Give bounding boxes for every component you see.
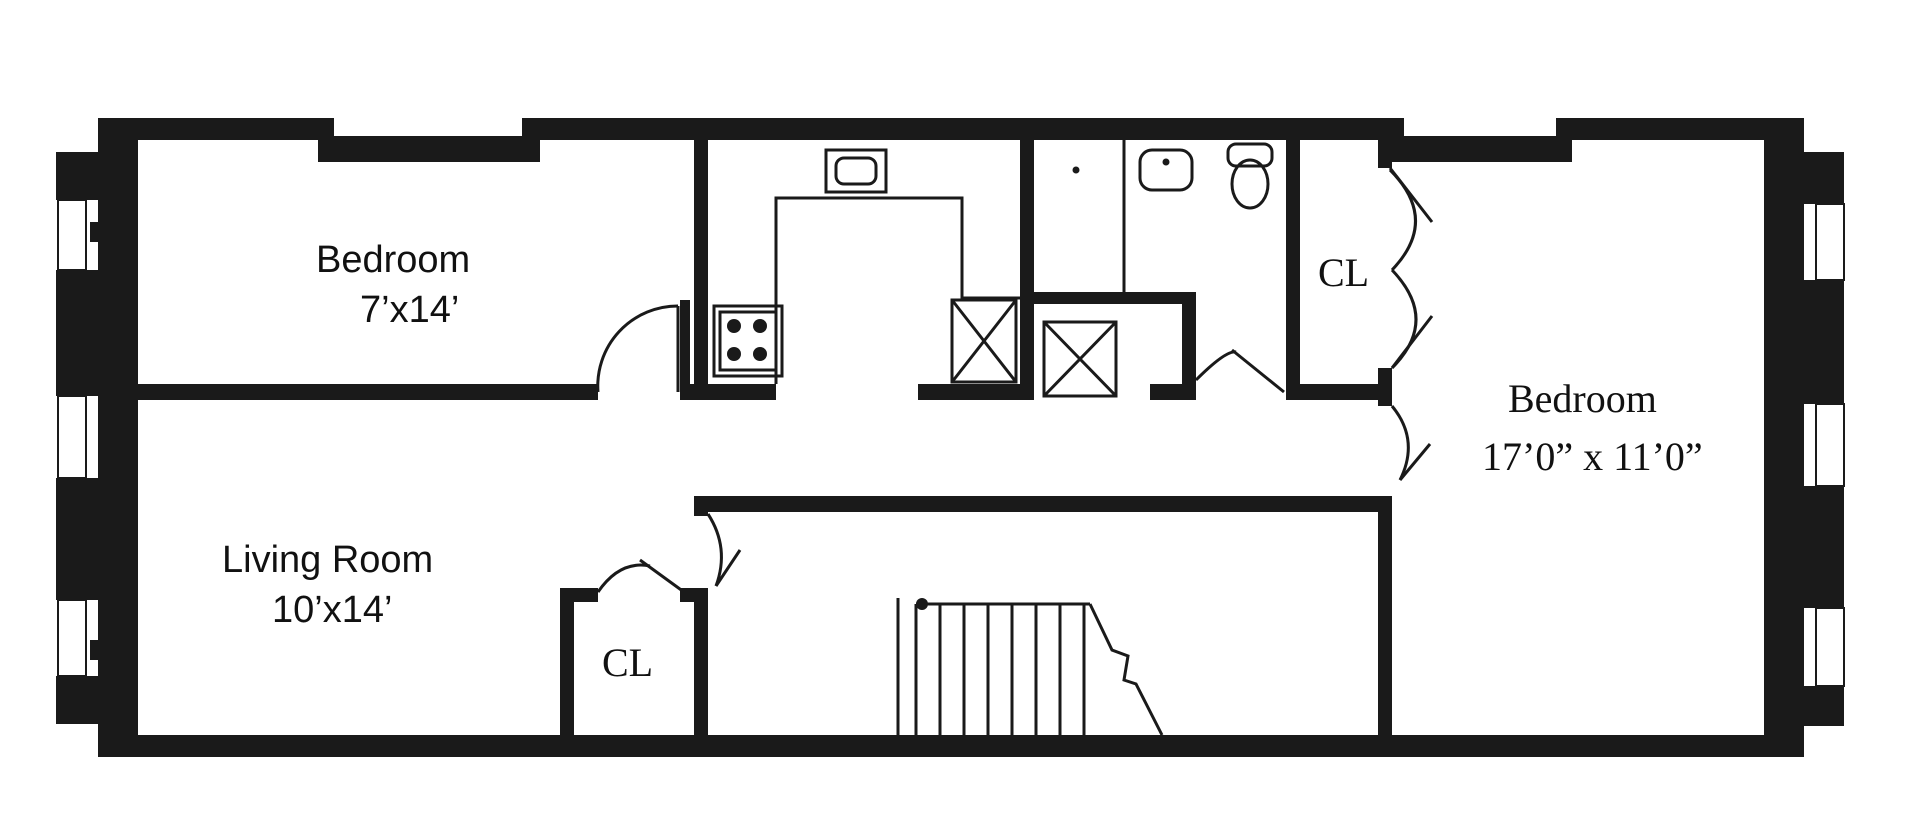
living-room-size: 10’x14’ [272, 589, 392, 631]
shower-icon [1042, 320, 1118, 398]
room-labels: Bedroom 7’x14’ Living Room 10’x14’ Bedro… [222, 239, 1703, 685]
left-windows [56, 152, 138, 724]
bedroom-large-name: Bedroom [1508, 376, 1657, 421]
bedroom-small-name: Bedroom [316, 239, 470, 281]
stairs [896, 598, 1164, 736]
bedroom-small-size: 7’x14’ [360, 289, 459, 331]
stove-icon [712, 304, 784, 378]
bedroom-large-size: 17’0” x 11’0” [1482, 434, 1703, 479]
interior-walls [138, 140, 1392, 757]
closet-right-label: CL [1318, 250, 1369, 295]
closet-left-label: CL [602, 640, 653, 685]
bath-fixtures [1042, 140, 1274, 398]
right-windows [1764, 152, 1845, 726]
living-room-name: Living Room [222, 539, 433, 581]
doors [596, 167, 1434, 594]
kitchen-fixtures [712, 148, 1020, 384]
appliance-icon [950, 298, 1018, 384]
